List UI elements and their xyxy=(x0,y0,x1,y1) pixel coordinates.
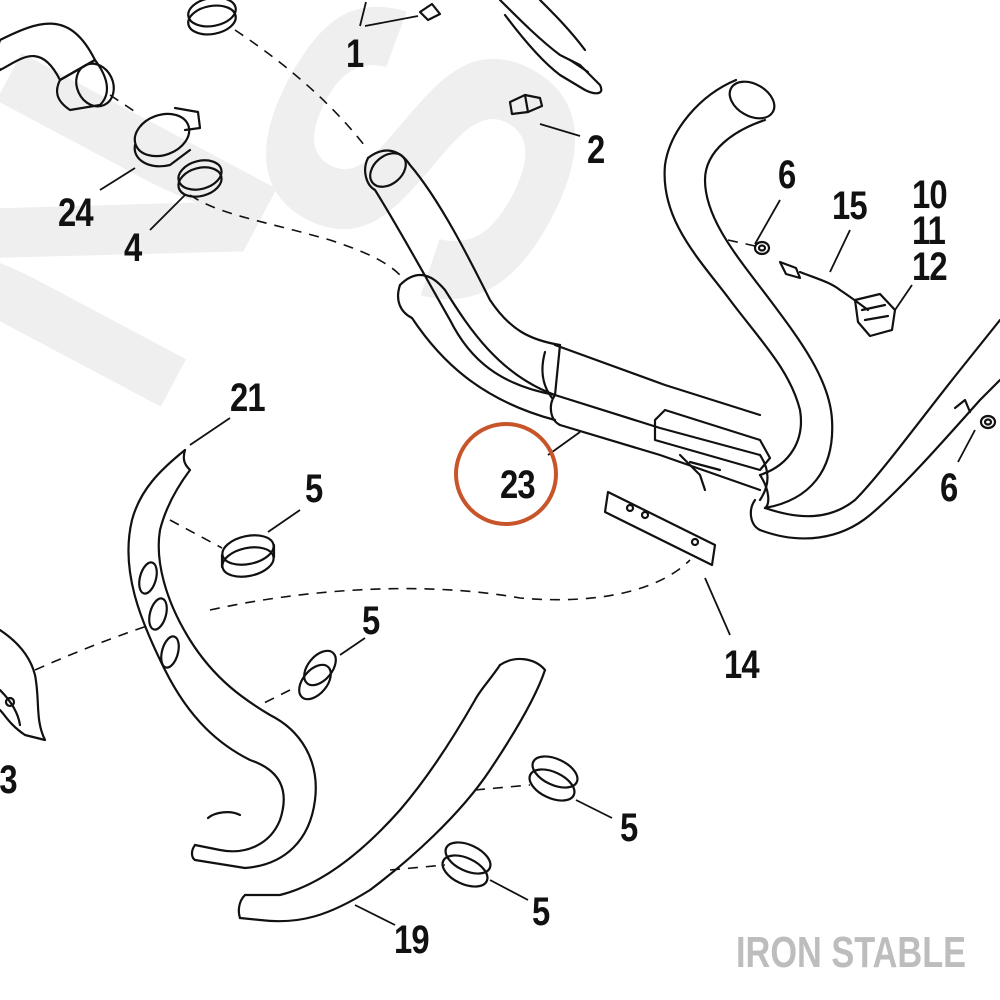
callout-6-top: 6 xyxy=(778,153,796,197)
bolt-1 xyxy=(418,2,442,22)
callout-5-lower: 5 xyxy=(532,890,550,934)
callout-15: 15 xyxy=(832,184,868,228)
clamp-ring-top xyxy=(187,0,237,36)
support-bracket-14 xyxy=(603,490,717,567)
callout-19: 19 xyxy=(394,918,430,962)
callout-21: 21 xyxy=(230,376,266,420)
left-edge-component-13 xyxy=(0,628,47,742)
callout-5-right: 5 xyxy=(620,806,638,850)
clamp-5-upper xyxy=(220,534,276,578)
callout-1: 1 xyxy=(346,32,364,76)
clamp-5-middle xyxy=(298,649,337,701)
oxygen-sensor-15 xyxy=(778,260,870,312)
callout-5-middle: 5 xyxy=(362,599,380,643)
exhaust-header-pipe-lower xyxy=(396,274,557,422)
pipe-sleeve-upper xyxy=(541,343,762,457)
pipe-sleeve-lower xyxy=(549,393,769,502)
clamp-ring-24 xyxy=(133,106,202,168)
clamp-ring-4 xyxy=(177,159,223,198)
sensor-washer-6-top xyxy=(753,240,771,256)
callout-5-upper: 5 xyxy=(305,467,323,511)
callout-12: 12 xyxy=(912,245,948,289)
brand-watermark: IRON STABLE xyxy=(736,928,967,977)
sensor-washer-6-right xyxy=(953,398,997,430)
bolt-2 xyxy=(508,93,544,116)
assembly-dashed-lines xyxy=(34,29,756,871)
callout-14: 14 xyxy=(724,643,760,687)
mounting-bracket-top xyxy=(498,0,603,95)
header-pipe-19 xyxy=(237,657,547,923)
callout-10: 10 xyxy=(912,173,948,217)
callout-13: 13 xyxy=(0,758,18,802)
heat-shield-clamp xyxy=(653,408,772,492)
callout-4: 4 xyxy=(124,226,142,270)
clamp-5-lower xyxy=(441,841,492,888)
muffler-outlet-top-left xyxy=(0,22,115,112)
callout-24: 24 xyxy=(58,191,94,235)
heat-shield-21 xyxy=(127,448,317,870)
callout-leader-lines xyxy=(99,1,976,926)
sensor-connector-10-11-12 xyxy=(853,292,897,338)
callout-6-right: 6 xyxy=(940,466,958,510)
clamp-5-right xyxy=(528,755,579,802)
callout-23: 23 xyxy=(500,463,536,507)
highlight-circle xyxy=(454,422,558,526)
callout-11: 11 xyxy=(912,209,946,253)
rear-exhaust-pipe-bend xyxy=(663,78,1000,540)
callout-2: 2 xyxy=(587,128,605,172)
exhaust-header-pipe-upper xyxy=(364,149,562,397)
